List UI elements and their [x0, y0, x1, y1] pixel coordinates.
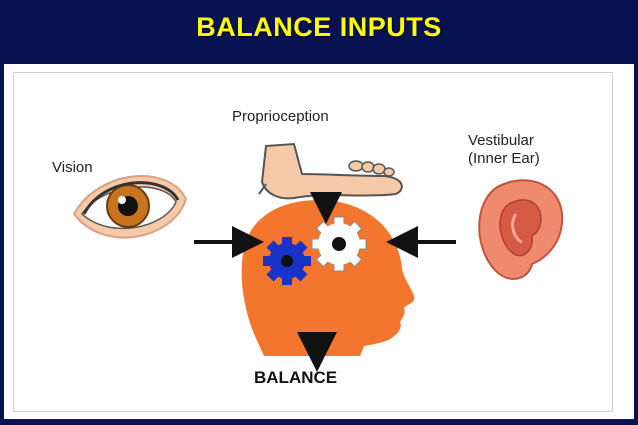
- slide-title: BALANCE INPUTS: [0, 12, 638, 43]
- label-inner-ear: (Inner Ear): [468, 150, 540, 167]
- label-vestibular: Vestibular: [468, 132, 534, 149]
- eye-icon: [74, 176, 186, 237]
- gear-icon: [312, 217, 366, 271]
- label-proprioception: Proprioception: [232, 108, 329, 125]
- gear-icon: [263, 237, 311, 285]
- ear-icon: [479, 180, 562, 279]
- label-vision: Vision: [52, 159, 93, 176]
- diagram-panel: Vision Proprioception Vestibular (Inner …: [4, 64, 634, 419]
- foot-icon: [259, 144, 402, 198]
- head-icon: [242, 200, 415, 356]
- label-balance: BALANCE: [254, 369, 337, 386]
